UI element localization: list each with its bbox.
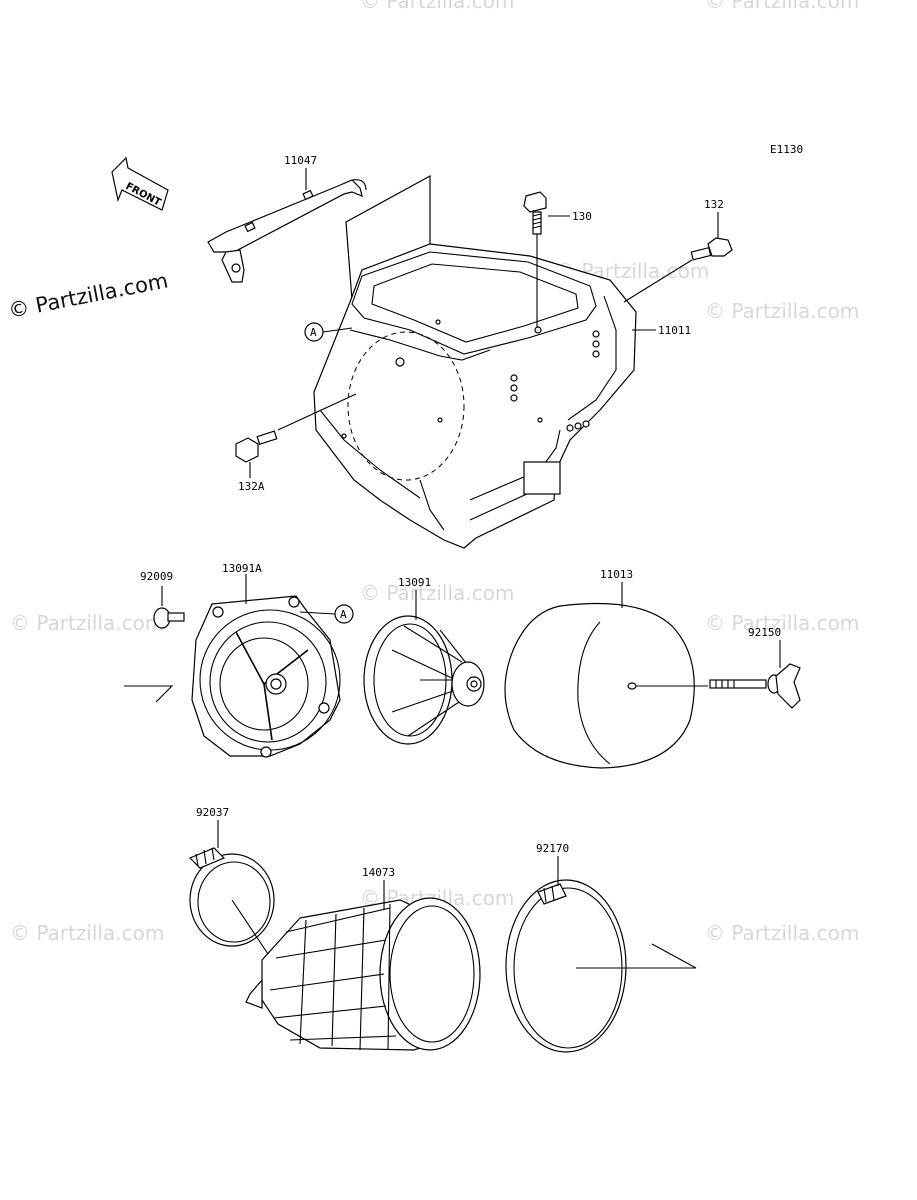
front-arrow-icon: FRONT [111,156,169,211]
label-14073: 14073 [362,866,395,879]
watermark: © Partzilla.com [705,921,859,945]
holder-13091a [191,595,341,758]
label-132a: 132A [238,480,265,493]
bracket-11047 [207,179,367,283]
label-92150: 92150 [748,626,781,639]
callout-a-middle: A [334,604,354,624]
foam-filter-11013 [504,602,695,769]
partzilla-watermark: © Partzilla.com [6,268,170,322]
arrow-mark-left [124,685,174,703]
watermark: © Partzilla.com [360,0,514,13]
duct-14073 [245,897,481,1051]
watermark: © Partzilla.com [705,299,859,323]
bolt-132 [690,237,733,261]
cage-13091 [363,615,485,745]
bolt-130 [523,191,547,235]
label-11013: 11013 [600,568,633,581]
label-92170: 92170 [536,842,569,855]
screw-92009 [153,607,185,629]
watermark: © Partzilla.com [10,921,164,945]
label-132: 132 [704,198,724,211]
leader-132a-line [277,393,357,431]
watermark: © Partzilla.com [360,581,514,605]
watermark: © Partzilla.com [10,611,164,635]
label-11047: 11047 [284,154,317,167]
callout-a-text: A [340,608,347,621]
bolt-132a [235,430,278,463]
clamp-92037 [188,847,275,947]
label-13091: 13091 [398,576,431,589]
label-11011: 11011 [658,324,691,337]
clamp-92170 [505,879,627,1053]
arrow-mark-right [576,943,697,969]
label-130: 130 [572,210,592,223]
watermark: © Partzilla.com [705,0,859,13]
callout-a-text: A [310,326,317,339]
label-92009: 92009 [140,570,173,583]
diagram-code: E1130 [770,143,803,156]
leader-a-middle [299,611,336,615]
callout-a-top: A [304,322,324,342]
leader-a-top [322,327,353,333]
label-13091a: 13091A [222,562,262,575]
airbox-11011 [313,243,637,549]
wing-bolt-92150 [709,663,801,709]
watermark: © Partzilla.com [705,611,859,635]
leader-92037-line [231,899,269,955]
leader-132-to-box [623,259,693,303]
watermark-group: © Partzilla.com © Partzilla.com © Partzi… [10,0,859,945]
label-92037: 92037 [196,806,229,819]
